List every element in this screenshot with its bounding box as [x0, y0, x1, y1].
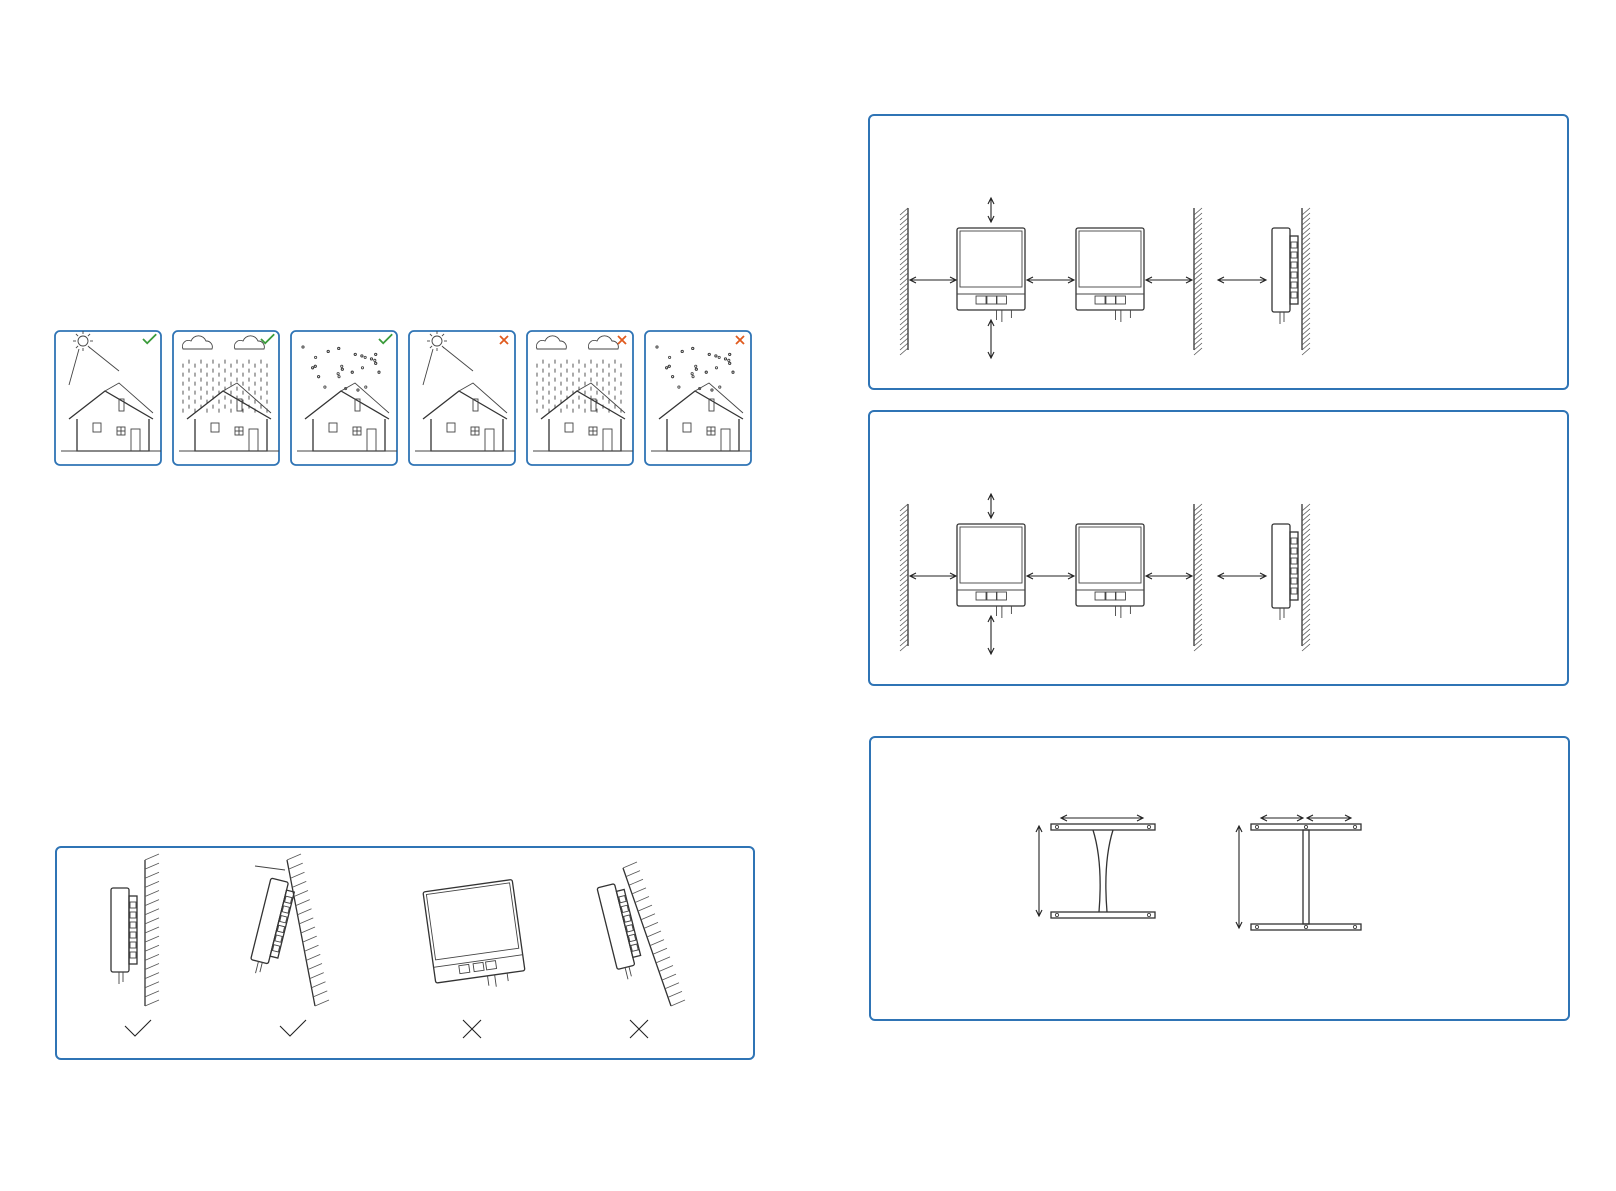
bracket-panel [869, 736, 1570, 1021]
clearance-panel-1 [868, 114, 1569, 390]
clearance-layout [900, 198, 1310, 358]
inverter-side-tilted [248, 878, 296, 977]
mounting-angle-tilted-back [248, 854, 329, 1036]
environment-cards-row [54, 330, 754, 470]
clearance-panel-2 [868, 410, 1569, 686]
environment-card-4 [409, 331, 515, 465]
inverter-front-2 [1076, 228, 1144, 322]
right-wall [1194, 504, 1202, 651]
bracket-width-arrow-left [1261, 815, 1303, 821]
side-clearance-arrow [1218, 573, 1266, 579]
inverter-front-1 [957, 524, 1025, 618]
inverter-side-body [597, 882, 645, 981]
check-icon [125, 1020, 151, 1036]
mounting-angle-horizontal [423, 879, 527, 1038]
bracket-height-arrow [1236, 826, 1242, 928]
environment-card-1 [55, 331, 161, 465]
environment-card-5 [527, 331, 633, 465]
top-clearance-arrow [988, 198, 994, 222]
inverter-front-2 [1076, 524, 1144, 618]
bracket-double-column [1236, 815, 1361, 930]
check-icon [280, 1020, 306, 1036]
mounting-wall [287, 854, 329, 1006]
bottom-clearance-arrow [988, 320, 994, 358]
inverter-side-body [248, 878, 296, 977]
rear-wall [1302, 208, 1310, 355]
bracket-width-arrow [1061, 815, 1143, 821]
mounting-angle-panel [55, 846, 755, 1060]
bracket-diagram [871, 738, 1572, 1023]
mounting-angle-svg [57, 848, 757, 1062]
between-clearance-arrow [1027, 573, 1074, 579]
right-clearance-arrow [1146, 277, 1192, 283]
clearance-diagram-2 [870, 412, 1571, 688]
inverter-side-tilted-forward [597, 882, 645, 981]
top-clearance-arrow [988, 494, 994, 518]
inverter-front-horizontal [423, 879, 527, 995]
clearance-layout [900, 494, 1310, 654]
rear-wall [1302, 504, 1310, 651]
bracket-single-column [1036, 815, 1155, 918]
inverter-front-body [423, 879, 527, 995]
clearance-diagram-1 [870, 116, 1571, 392]
cross-icon [463, 1020, 481, 1038]
left-wall [900, 504, 908, 651]
between-clearance-arrow [1027, 277, 1074, 283]
mounting-angle-vertical [111, 854, 159, 1036]
inverter-side-view [1272, 524, 1298, 620]
side-clearance-arrow [1218, 277, 1266, 283]
bottom-clearance-arrow [988, 616, 994, 654]
bracket-width-arrow-right [1307, 815, 1351, 821]
bracket-height-arrow [1036, 826, 1042, 916]
environment-card-2 [173, 331, 279, 465]
left-clearance-arrow [910, 277, 956, 283]
left-clearance-arrow [910, 573, 956, 579]
right-wall [1194, 208, 1202, 355]
inverter-side-vertical [111, 888, 137, 984]
environment-card-6 [645, 331, 751, 465]
mounting-angle-tilted-forward [597, 862, 685, 1038]
inverter-front-1 [957, 228, 1025, 322]
mounting-wall [623, 862, 685, 1006]
mounting-wall [145, 854, 159, 1006]
left-wall [900, 208, 908, 355]
environment-cards-svg [54, 330, 754, 470]
environment-card-3 [291, 331, 397, 465]
cross-icon [630, 1020, 648, 1038]
inverter-side-view [1272, 228, 1298, 324]
right-clearance-arrow [1146, 573, 1192, 579]
